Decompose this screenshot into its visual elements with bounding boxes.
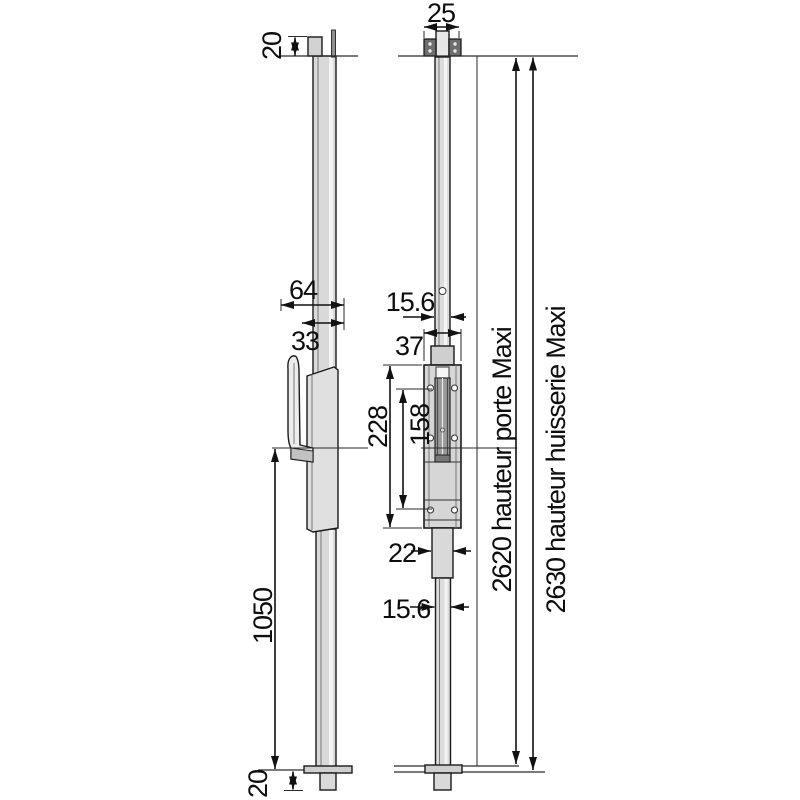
dim-handle-axis-to-floor: 1050 (248, 449, 279, 769)
dim-door-height-max: 2620 hauteur porte Maxi (487, 58, 520, 764)
dim-label-case-height: 228 (363, 406, 393, 448)
dim-label-lower-guide-width: 22 (388, 538, 416, 568)
dim-case-width: 37 (395, 329, 462, 361)
top-guide (423, 30, 462, 58)
dim-frame-height-max: 2630 hauteur huisserie Maxi (529, 57, 571, 770)
front-view (394, 30, 578, 791)
collar (430, 345, 455, 366)
front-upper-rod (434, 55, 451, 349)
rod-hole (438, 287, 447, 295)
side-lower-rod (315, 528, 337, 768)
dim-assembly-depth: 64 (280, 275, 345, 330)
slider-channel (434, 377, 451, 463)
side-view (258, 29, 368, 791)
handle-hub (290, 447, 314, 463)
dim-top-rod-protrusion: 20 (257, 32, 307, 60)
handle-lever (287, 355, 314, 463)
dim-case-height: 228 (363, 364, 422, 529)
dim-label-door-height-max: 2620 hauteur porte Maxi (487, 327, 517, 592)
dim-label-bottom-rod-protrusion: 20 (243, 770, 273, 798)
dim-label-case-width: 37 (395, 331, 423, 361)
dim-handle-offset: 33 (291, 319, 344, 356)
front-lower-rod (434, 577, 452, 767)
front-floor-foot (424, 764, 463, 791)
side-floor-foot (303, 765, 353, 791)
dim-label-handle-axis-to-floor: 1050 (248, 588, 278, 644)
dim-label-assembly-depth: 64 (289, 275, 318, 305)
dim-bottom-rod-protrusion: 20 (243, 770, 303, 798)
channel-pin (440, 427, 445, 433)
dim-label-top-guide-width: 25 (427, 0, 455, 28)
dim-label-top-rod-protrusion: 20 (257, 32, 287, 60)
dim-upper-rod-width: 15.6 (386, 287, 466, 321)
dim-label-case-fixing-spacing: 158 (405, 404, 435, 446)
dim-label-handle-offset: 33 (291, 326, 319, 356)
side-rod-top-tip (307, 29, 336, 58)
fixing-holes (426, 384, 459, 514)
dim-label-lower-rod-width: 15.6 (382, 594, 431, 624)
dim-lower-rod-width: 15.6 (382, 594, 469, 624)
lower-sleeve (431, 527, 454, 579)
dim-label-frame-height-max: 2630 hauteur huisserie Maxi (541, 306, 571, 613)
dim-lower-guide-width: 22 (388, 538, 471, 568)
dim-case-fixing-spacing: 158 (396, 388, 435, 510)
dim-top-guide-width: 25 (423, 0, 460, 38)
dim-label-upper-rod-width: 15.6 (386, 287, 435, 317)
